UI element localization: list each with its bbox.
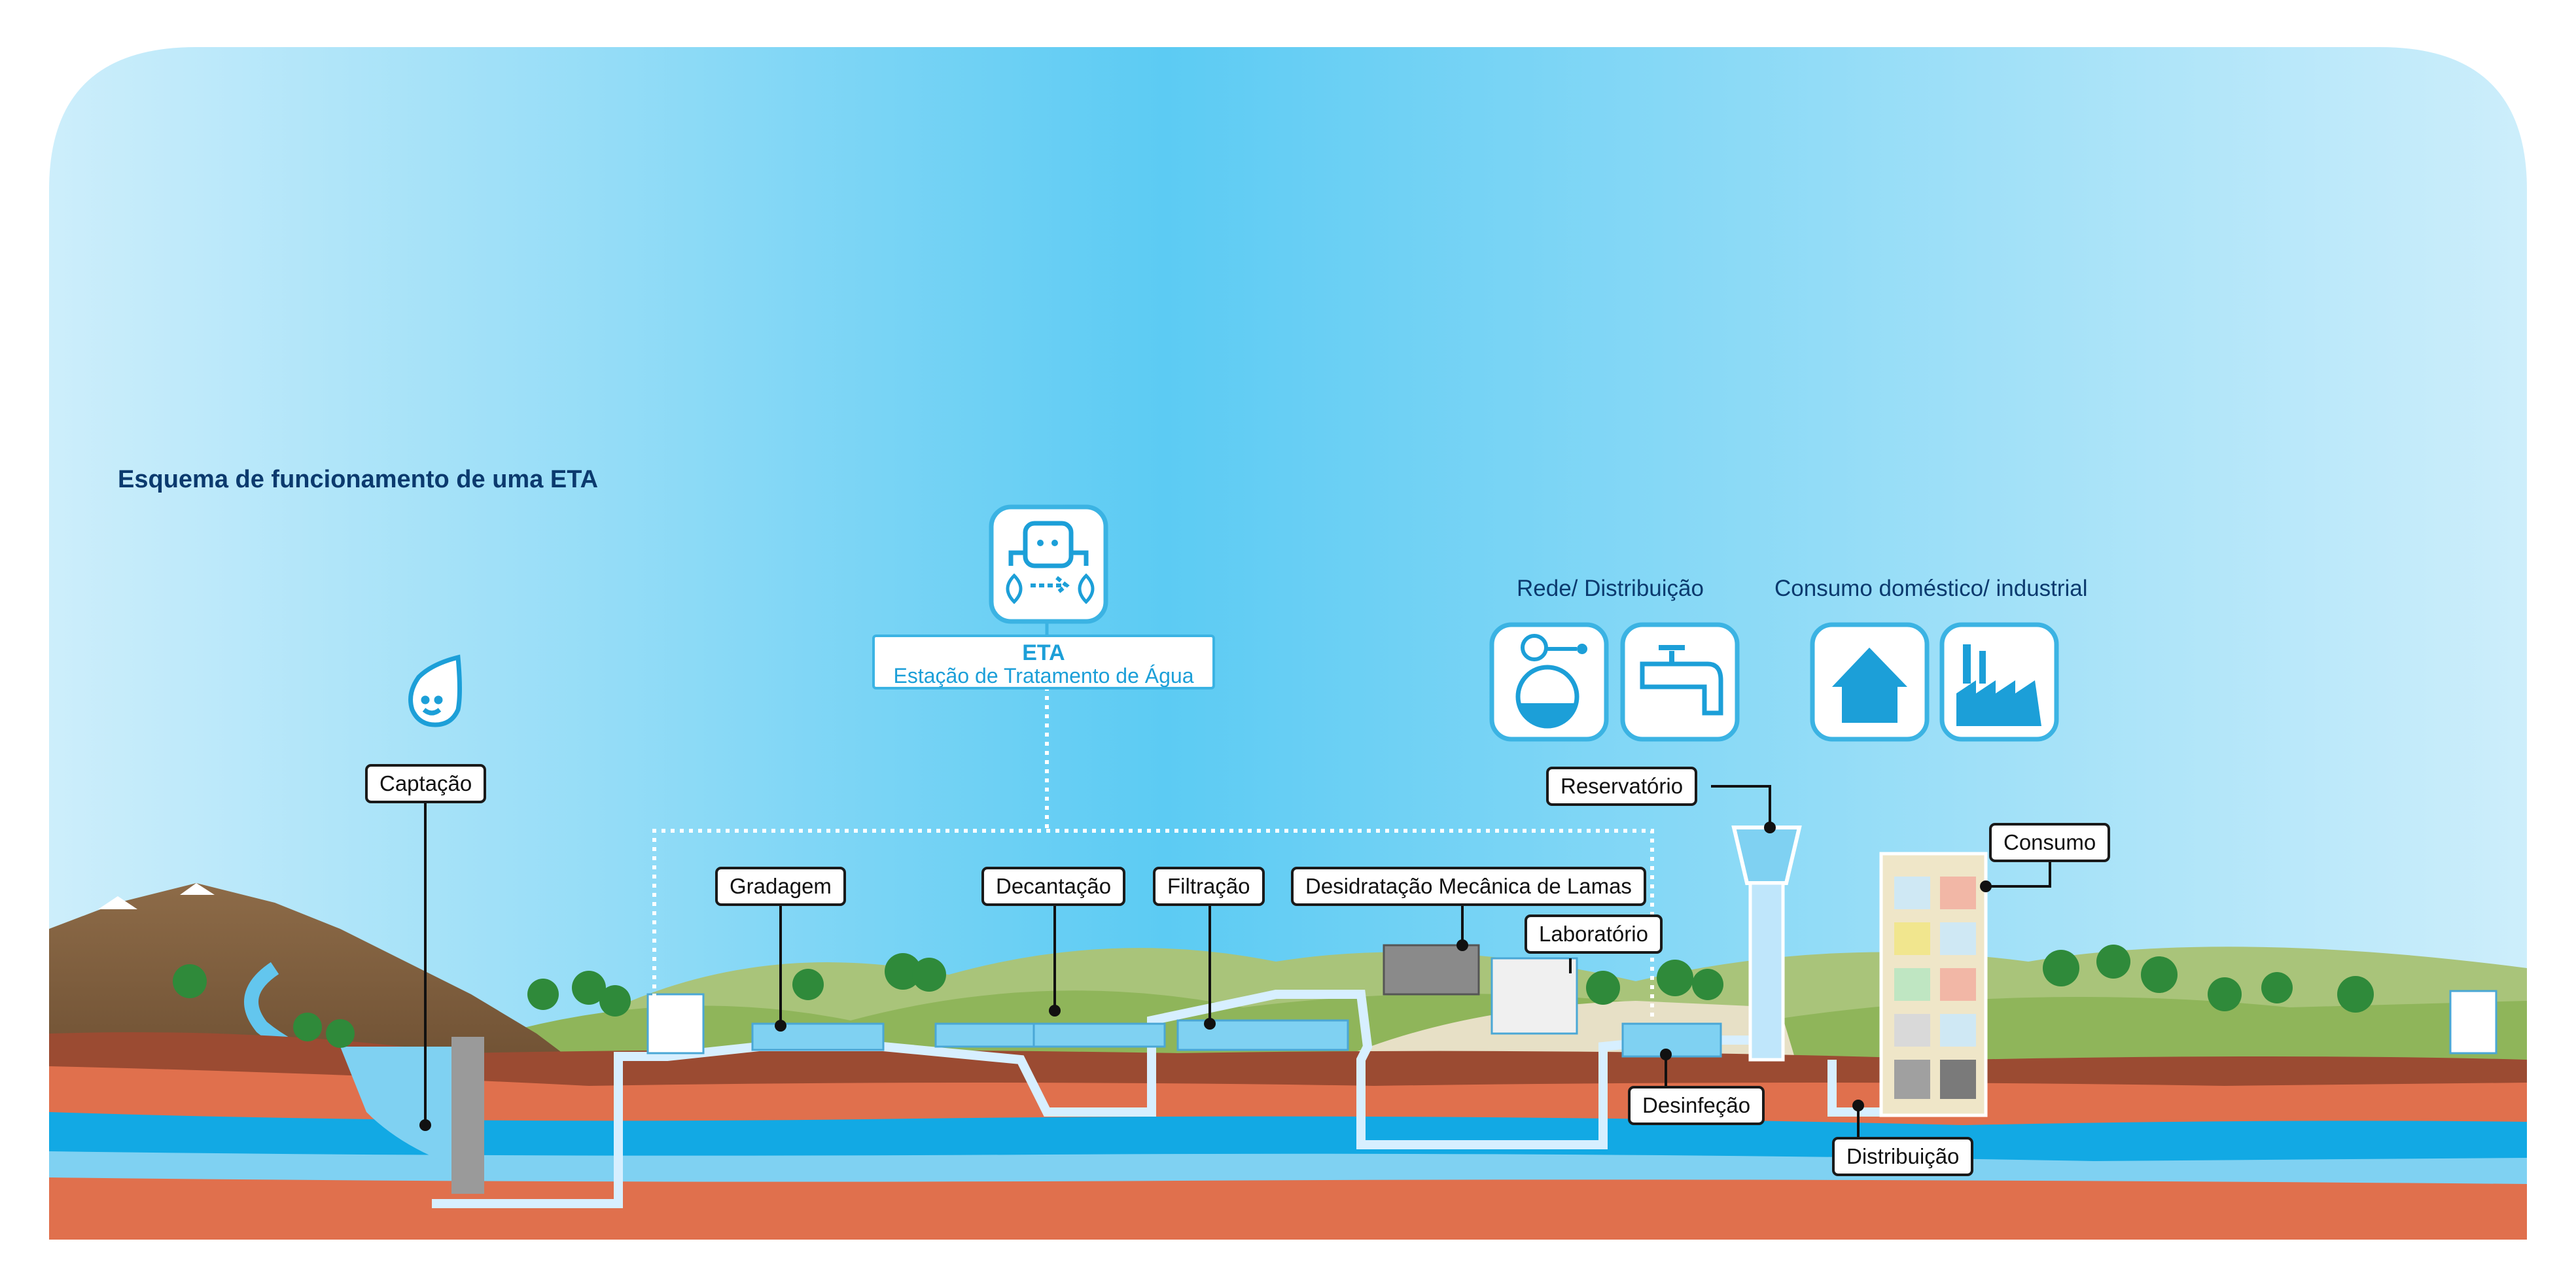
label-consumo: Consumo [1989,823,2111,863]
strata-bottom [49,1177,2527,1240]
network-group-label: Rede/ Distribuição [1517,576,1704,601]
treatment-structures [646,826,2497,1117]
eta-caption: ETA Estação de Tratamento de Água [872,635,1215,689]
label-desinfecao: Desinfeção [1628,1086,1765,1126]
label-filtracao: Filtração [1153,867,1265,907]
treatment-plant-icon [989,504,1108,624]
mountain-snow-right [180,883,215,895]
captacao-basin [340,1047,471,1171]
trees [173,945,2374,1048]
mountain-snow-left [98,896,137,909]
water-drop-icon [408,654,462,727]
label-desidratacao: Desidratação Mecânica de Lamas [1291,867,1646,907]
label-reservatorio: Reservatório [1546,767,1698,807]
leader-dots [419,822,1992,1131]
label-captacao: Captação [365,764,487,804]
label-decantacao: Decantação [981,867,1126,907]
label-laboratorio: Laboratório [1525,914,1663,954]
water-tower-icon [1489,622,1609,742]
label-gradagem: Gradagem [715,867,846,907]
consumption-group-label: Consumo doméstico/ industrial [1774,576,2088,601]
eta-subtitle: Estação de Tratamento de Água [893,664,1194,688]
label-distribuicao: Distribuição [1832,1137,1974,1177]
factory-icon [1939,622,2059,742]
house-icon [1810,622,1930,742]
page-title: Esquema de funcionamento de uma ETA [118,466,599,493]
faucet-icon [1620,622,1740,742]
eta-bracket [652,687,1654,1020]
eta-title: ETA [1022,640,1065,665]
dam [451,1037,484,1194]
